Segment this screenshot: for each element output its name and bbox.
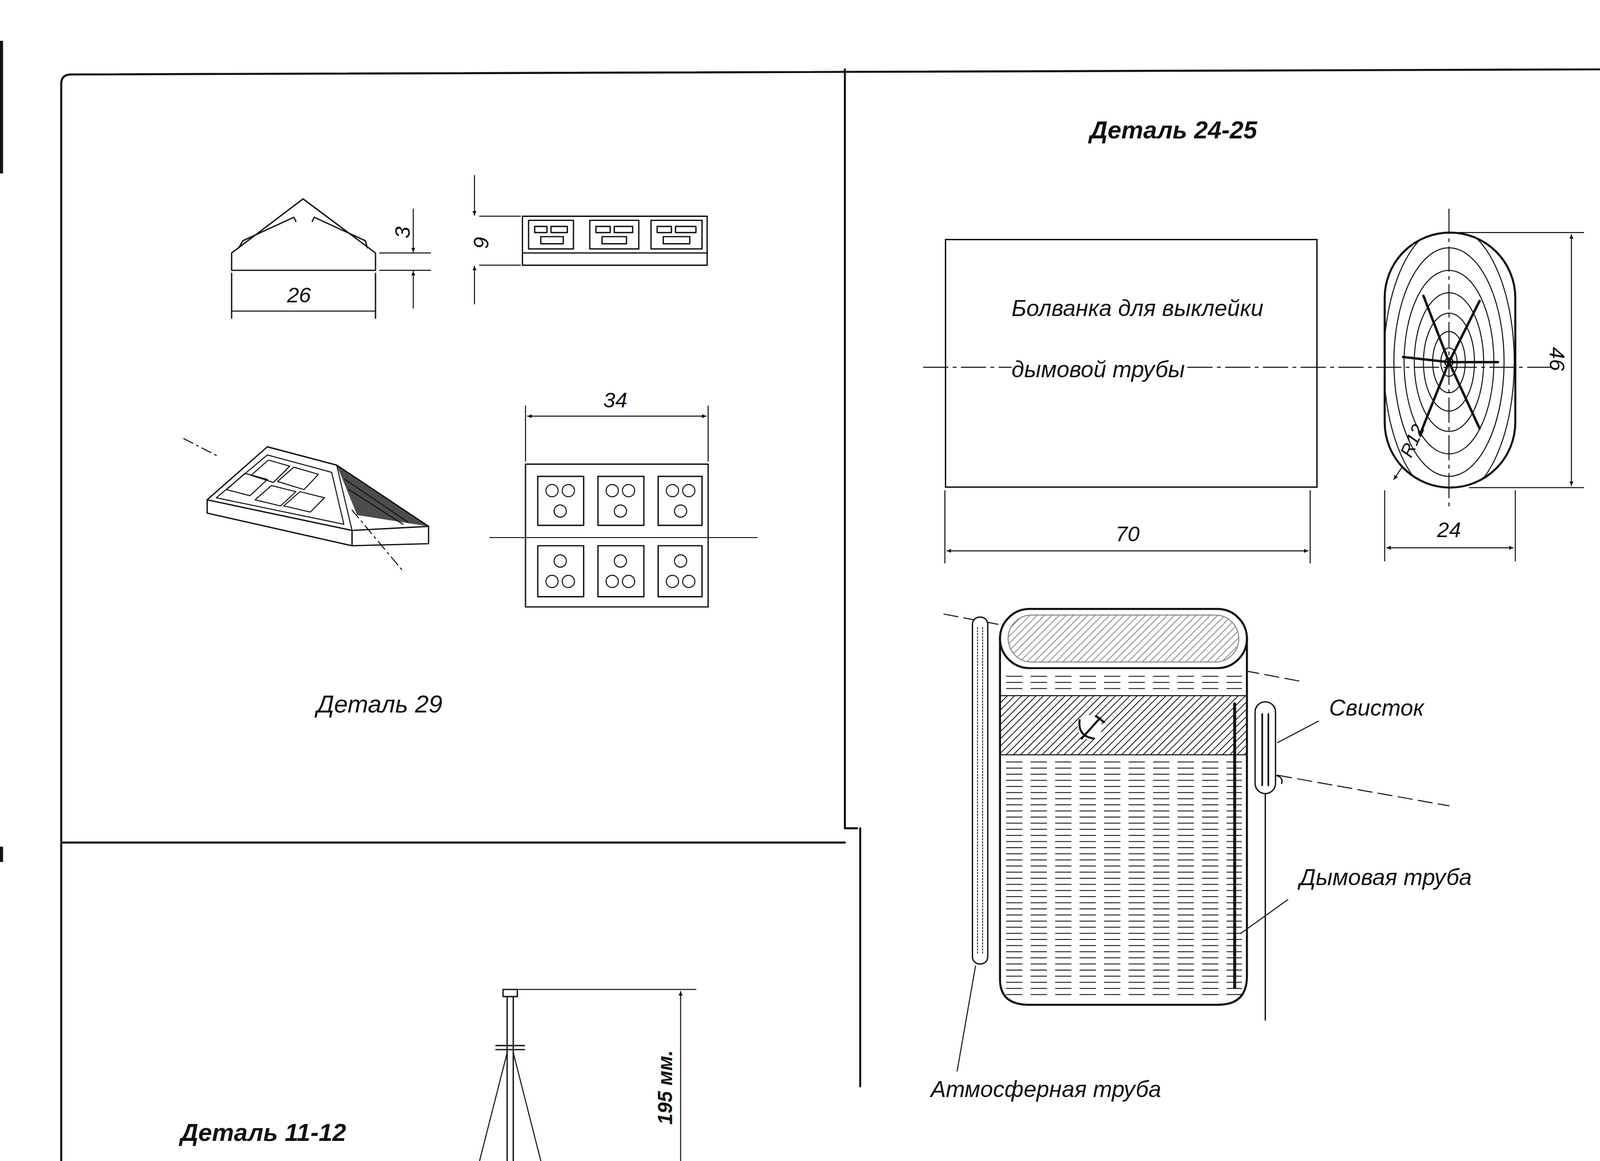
dimension: 3 bbox=[391, 226, 413, 239]
part-name-holder: Дымовая труба bbox=[1299, 866, 1473, 890]
blank-box: Болванка для выклейки дымовой трубы bbox=[944, 238, 1318, 488]
dimension: 195 мм. bbox=[655, 1050, 676, 1125]
detail-title: Деталь 24-25 bbox=[1089, 117, 1258, 143]
part-name: Свисток bbox=[1329, 696, 1425, 720]
roof-side-view bbox=[474, 175, 708, 304]
radius-dimension: R12 bbox=[1397, 421, 1428, 460]
box-text: Болванка для выклейки дымовой трубы bbox=[1011, 295, 1264, 383]
roof-front-view bbox=[231, 199, 431, 319]
part-name: Атмосферная труба bbox=[930, 1078, 1162, 1102]
blank-drawing bbox=[923, 367, 1552, 564]
detail-title: Деталь 11-12 bbox=[180, 1120, 347, 1145]
dimension: 24 bbox=[1436, 519, 1461, 541]
dimension: 26 bbox=[286, 284, 311, 306]
detail-title-holder: Деталь 24-25 bbox=[1089, 117, 1258, 143]
dimension: 70 bbox=[1115, 523, 1140, 545]
dimension-holder: 24 bbox=[1436, 519, 1461, 541]
blank-end-view bbox=[1383, 209, 1584, 562]
detail-title-holder: Деталь 11-12 bbox=[180, 1120, 347, 1145]
dimension-holder: 195 мм. bbox=[655, 1050, 676, 1125]
radius-dimension-holder: R12 bbox=[1397, 421, 1428, 460]
dimension-holder: 34 bbox=[603, 389, 628, 411]
dimension-holder: 26 bbox=[286, 284, 311, 306]
detail-title: Деталь 29 bbox=[316, 691, 443, 717]
box-text-block: Болванка для выклейки дымовой трубы bbox=[1011, 277, 1304, 401]
part-name: Дымовая труба bbox=[1299, 866, 1473, 890]
dimension: 46 bbox=[1546, 347, 1569, 371]
dimension-holder: 3 bbox=[391, 226, 413, 239]
dimension-holder: 46 bbox=[1546, 347, 1569, 371]
detail-title-holder: Деталь 29 bbox=[316, 691, 443, 717]
funnel-illustration bbox=[943, 609, 1450, 1072]
mast-drawing bbox=[479, 989, 696, 1161]
part-name-holder: Атмосферная труба bbox=[930, 1078, 1162, 1102]
dimension: 9 bbox=[469, 236, 492, 249]
dimension-holder: 70 bbox=[1115, 523, 1140, 545]
dimension-holder: 9 bbox=[469, 236, 492, 249]
dimension: 34 bbox=[603, 389, 628, 411]
roof-isometric bbox=[183, 438, 429, 572]
part-name-holder: Свисток bbox=[1329, 696, 1425, 720]
roof-plan-view bbox=[489, 406, 758, 608]
frame-line bbox=[61, 69, 1600, 1161]
